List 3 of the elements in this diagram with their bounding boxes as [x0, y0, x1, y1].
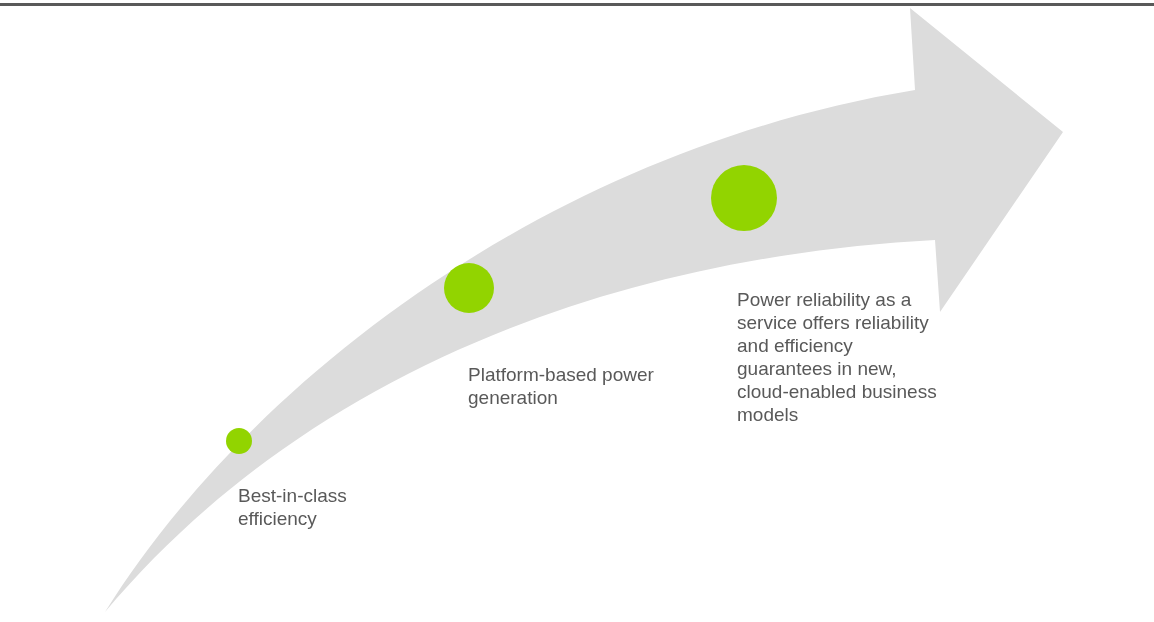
milestone-text: Power reliability as a service offers reliability and efficiency guarantees in new, cloud-enabled business models: [737, 288, 938, 426]
milestone-text: Best-in-class efficiency: [238, 484, 348, 530]
milestone-text: Platform-based power generation: [468, 363, 655, 409]
